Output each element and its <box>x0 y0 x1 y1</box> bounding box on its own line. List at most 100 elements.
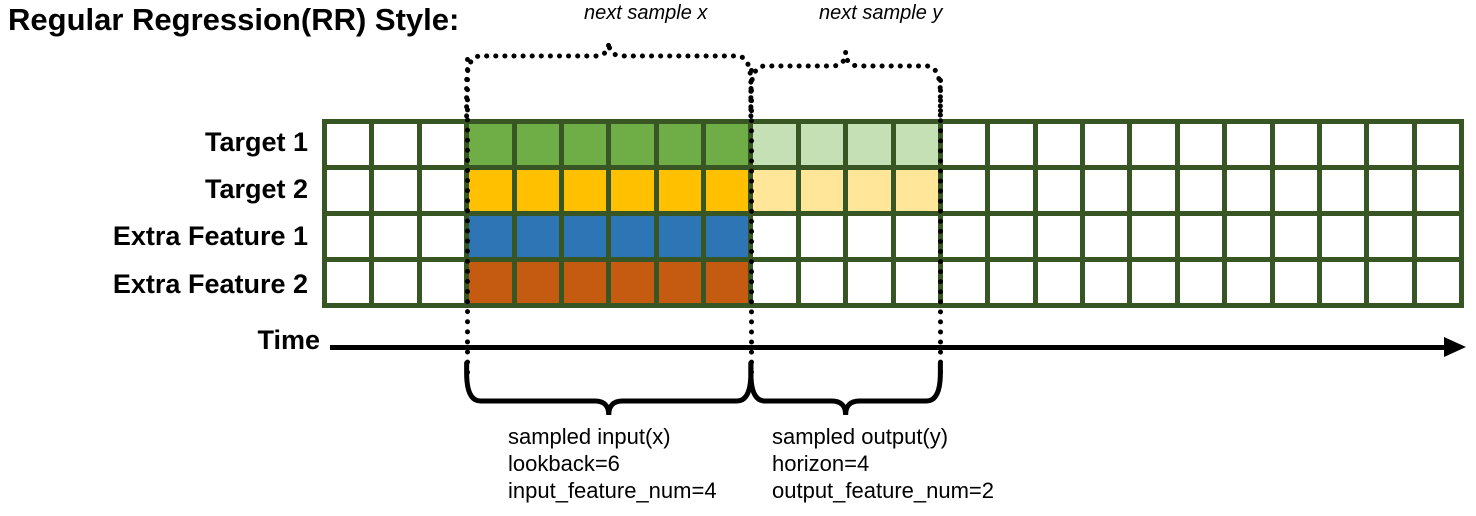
grid-cell-r2-c10 <box>800 216 844 257</box>
grid-cell-r2-c3 <box>469 216 512 257</box>
dotted-guide-output-end <box>938 78 944 375</box>
grid-cell-r2-c15 <box>1037 216 1080 257</box>
grid-cell-r0-c10 <box>800 124 844 165</box>
caption-output-line-1: sampled output(y) <box>772 424 949 449</box>
grid-cell-r3-c4 <box>516 262 559 303</box>
grid-cell-r1-c10 <box>800 170 844 211</box>
grid-cell-r2-c20 <box>1274 216 1317 257</box>
grid-cell-r0-c21 <box>1321 124 1365 165</box>
row-label-extra-feature-2: Extra Feature 2 <box>112 269 308 299</box>
grid-cell-r2-c4 <box>516 216 559 257</box>
grid-cell-r3-c16 <box>1085 262 1128 303</box>
caption-sampled-input: sampled input(x) lookback=6 input_featur… <box>508 423 717 504</box>
grid-cell-r3-c19 <box>1227 262 1270 303</box>
caption-output-line-3: output_feature_num=2 <box>772 478 995 503</box>
grid-cell-r1-c7 <box>658 170 701 211</box>
grid-cell-r2-c22 <box>1369 216 1412 257</box>
grid-cell-r0-c20 <box>1274 124 1317 165</box>
grid-cell-r0-c6 <box>611 124 654 165</box>
grid-cell-r2-c14 <box>990 216 1033 257</box>
grid-cell-r2-c21 <box>1321 216 1365 257</box>
grid-cell-r0-c7 <box>658 124 701 165</box>
grid-cell-r2-c16 <box>1085 216 1128 257</box>
row-label-extra-feature-1: Extra Feature 1 <box>112 221 308 251</box>
caption-input-line-3: input_feature_num=4 <box>508 478 717 503</box>
grid-cell-r0-c14 <box>990 124 1033 165</box>
grid-cell-r2-c11 <box>848 216 891 257</box>
grid-cell-r2-c13 <box>942 216 986 257</box>
grid-cell-r3-c11 <box>848 262 891 303</box>
grid-cell-r3-c7 <box>658 262 701 303</box>
grid-cell-r1-c0 <box>327 170 370 211</box>
grid-cell-r3-c12 <box>895 262 938 303</box>
time-axis-label: Time <box>257 325 320 355</box>
grid-cell-r1-c6 <box>611 170 654 211</box>
grid-cell-r2-c0 <box>327 216 370 257</box>
grid-cell-r0-c19 <box>1227 124 1270 165</box>
grid-cell-r2-c8 <box>706 216 749 257</box>
grid-cell-r3-c20 <box>1274 262 1317 303</box>
grid-cell-r1-c5 <box>563 170 607 211</box>
grid-cell-r0-c12 <box>895 124 938 165</box>
grid-cell-r3-c8 <box>706 262 749 303</box>
grid-cell-r1-c13 <box>942 170 986 211</box>
grid-cell-r3-c21 <box>1321 262 1365 303</box>
grid-cell-r1-c9 <box>753 170 796 211</box>
grid-cell-r1-c17 <box>1132 170 1175 211</box>
grid-cell-r2-c5 <box>563 216 607 257</box>
time-axis-arrow-icon <box>1444 337 1466 357</box>
grid-cell-r1-c12 <box>895 170 938 211</box>
brace-next-sample-y <box>748 51 943 119</box>
brace-sampled-output <box>748 360 943 416</box>
grid-cell-r2-c9 <box>753 216 796 257</box>
grid-cell-r1-c14 <box>990 170 1033 211</box>
dotted-guide-input-start <box>464 57 470 375</box>
grid-cell-r2-c6 <box>611 216 654 257</box>
grid-cell-r2-c23 <box>1416 216 1459 257</box>
grid-cell-r0-c13 <box>942 124 986 165</box>
time-axis-line <box>330 345 1458 350</box>
grid-cell-r0-c5 <box>563 124 607 165</box>
grid-cell-r3-c9 <box>753 262 796 303</box>
grid-cell-r2-c2 <box>421 216 465 257</box>
grid-cell-r3-c3 <box>469 262 512 303</box>
caption-sampled-output: sampled output(y) horizon=4 output_featu… <box>772 423 994 504</box>
grid-cell-r1-c1 <box>374 170 417 211</box>
brace-next-sample-x <box>464 41 754 119</box>
dotted-guide-input-end <box>748 68 754 375</box>
grid-cell-r2-c1 <box>374 216 417 257</box>
grid-cell-r3-c22 <box>1369 262 1412 303</box>
grid-cell-r1-c23 <box>1416 170 1459 211</box>
timeline-grid <box>322 119 1464 308</box>
grid-cell-r3-c0 <box>327 262 370 303</box>
grid-cell-r2-c17 <box>1132 216 1175 257</box>
grid-cell-r0-c15 <box>1037 124 1080 165</box>
grid-cell-r0-c0 <box>327 124 370 165</box>
grid-cell-r1-c15 <box>1037 170 1080 211</box>
grid-cell-r2-c18 <box>1179 216 1223 257</box>
grid-cell-r1-c21 <box>1321 170 1365 211</box>
annotation-next-sample-y: next sample y <box>819 2 943 24</box>
grid-cell-r0-c2 <box>421 124 465 165</box>
grid-cell-r0-c1 <box>374 124 417 165</box>
page-title: Regular Regression(RR) Style: <box>8 2 460 37</box>
grid-cell-r0-c9 <box>753 124 796 165</box>
grid-cell-r3-c18 <box>1179 262 1223 303</box>
grid-cell-r1-c3 <box>469 170 512 211</box>
grid-cell-r0-c17 <box>1132 124 1175 165</box>
grid-cell-r0-c4 <box>516 124 559 165</box>
grid-cell-r0-c22 <box>1369 124 1412 165</box>
grid-cell-r3-c2 <box>421 262 465 303</box>
grid-cell-r1-c2 <box>421 170 465 211</box>
annotation-next-sample-x: next sample x <box>584 2 708 24</box>
grid-cell-r0-c16 <box>1085 124 1128 165</box>
grid-cell-r1-c20 <box>1274 170 1317 211</box>
row-label-target-1: Target 1 <box>204 127 308 157</box>
grid-cell-r3-c1 <box>374 262 417 303</box>
grid-cell-r2-c19 <box>1227 216 1270 257</box>
grid-cell-r3-c15 <box>1037 262 1080 303</box>
grid-cell-r3-c5 <box>563 262 607 303</box>
grid-cell-r1-c18 <box>1179 170 1223 211</box>
caption-input-line-1: sampled input(x) <box>508 424 671 449</box>
